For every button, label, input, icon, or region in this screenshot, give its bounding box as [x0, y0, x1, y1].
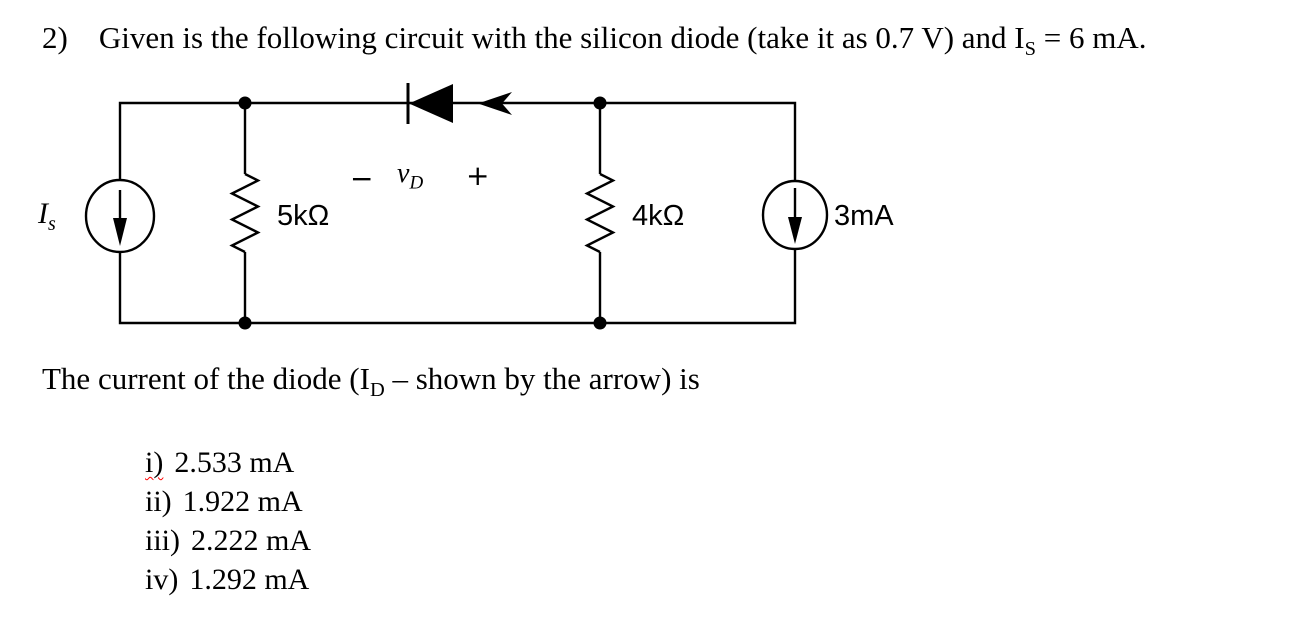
question-text-sub: D [369, 379, 385, 402]
source-right-label: 3mA [834, 200, 894, 232]
diode-voltage-plus-sign: + [466, 159, 490, 192]
current-source-left-circle [84, 178, 156, 254]
option-value: 2.533 mA [174, 446, 295, 479]
current-source-right-arrow-icon [788, 217, 802, 244]
options-list: i) 2.533 mA ii) 1.922 mA iii) 2.222 mA iv) 1… [145, 443, 311, 599]
question-text-pre: The current of the diode (I [42, 361, 370, 396]
option-row-ii: ii) 1.922 mA [145, 482, 311, 521]
top-wire [118, 101, 797, 181]
source-left-label-sub: s [48, 213, 56, 235]
current-source-right-circle [761, 179, 829, 251]
diode-triangle-icon [409, 84, 453, 123]
question-title-tail: = 6 mA. [1036, 20, 1147, 55]
resistor-right-label: 4kΩ [632, 200, 685, 232]
option-value: 1.292 mA [189, 563, 310, 596]
option-value: 2.222 mA [191, 524, 311, 557]
question-text: The current of the diode (ID – shown by … [42, 361, 700, 400]
diode-voltage-label: vD [397, 158, 423, 193]
question-title-text: Given is the following circuit with the … [98, 20, 1025, 55]
option-row-iii: iii) 2.222 mA [145, 521, 311, 560]
option-marker: i) [145, 446, 164, 479]
resistor-left-zigzag [229, 172, 261, 254]
question-number: 2) [42, 20, 68, 55]
option-value: 1.922 mA [182, 485, 303, 518]
source-left-label-main: I [38, 197, 48, 230]
diode-voltage-label-sub: D [409, 172, 424, 194]
title-subscript: S [1024, 38, 1036, 61]
question-text-post: – shown by the arrow) is [384, 361, 700, 396]
node-dot-bottom-left [238, 316, 252, 330]
option-marker: ii) [145, 485, 172, 518]
source-left-label: Is [38, 197, 56, 234]
question-title: 2) Given is the following circuit with th… [42, 20, 1147, 59]
current-source-left-arrow-icon [113, 218, 127, 246]
diode-current-arrow-icon [478, 92, 512, 115]
option-row-iv: iv) 1.292 mA [145, 560, 311, 599]
node-dot-top-right [593, 96, 607, 110]
option-row-i: i) 2.533 mA [145, 443, 311, 482]
node-dot-bottom-right [593, 316, 607, 330]
resistor-left-label: 5kΩ [277, 200, 330, 232]
resistor-right-zigzag [584, 172, 616, 254]
option-marker: iii) [145, 524, 180, 557]
diode-voltage-label-main: v [397, 158, 410, 189]
option-marker: iv) [145, 563, 179, 596]
bottom-wire [118, 249, 797, 325]
node-dot-top-left [238, 96, 252, 110]
diode-voltage-minus-sign: − [350, 162, 374, 195]
